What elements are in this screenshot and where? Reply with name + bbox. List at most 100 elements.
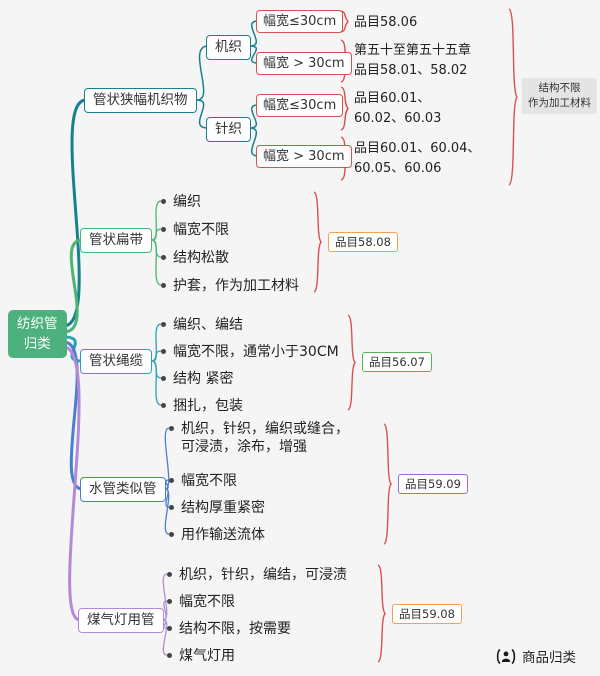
branch4-node: 水管类似管 (80, 477, 166, 502)
edge-branch3-item1 (151, 323, 162, 362)
edge-branch1-woven (196, 45, 209, 101)
branch5-result-box: 品目59.08 (392, 604, 462, 624)
branch3-node: 管状绳缆 (80, 349, 152, 374)
branch3-item-label: 结构 紧密 (173, 371, 234, 387)
branch5-item-label: 幅宽不限 (179, 594, 235, 610)
branch1-result-2: 第五十至第五十五章 品目58.01、58.02 (354, 41, 471, 81)
edge-branch2-item1 (151, 200, 162, 241)
branch1-leaf-width-gt-30cm-woven: 幅宽 > 30cm (256, 52, 352, 75)
branch3-result-box: 品目56.07 (362, 352, 432, 372)
watermark-text: 商品归类 (522, 650, 576, 666)
branch5-item-label: 机织，针织，编结，可浸渍 (179, 567, 347, 583)
branch2-node: 管状扁带 (80, 228, 152, 253)
branch3-item-label: 捆扎，包装 (173, 398, 243, 414)
branch4-item-label: 幅宽不限 (181, 473, 237, 489)
branch4-item: 结构厚重紧密 (169, 499, 265, 517)
edge-knit-leaf4 (249, 127, 259, 157)
edge-woven-leaf1 (249, 20, 259, 47)
root-label-line1: 纺织管 (17, 316, 58, 332)
icon-right-bracket (511, 648, 516, 664)
branch1-result-2-line1: 第五十至第五十五章 (354, 43, 472, 58)
branch1-leaf-width-le-30cm-knit: 幅宽≤30cm (256, 94, 344, 117)
edge-branch3-item2 (151, 350, 162, 362)
branch2-item: 编织 (161, 193, 201, 211)
branch3-item: 编织、编结 (161, 316, 243, 334)
branch4-item: 机织，针织，编织或缝合，可浸渍，涂布，增强 (169, 420, 361, 456)
edge-root-branch1 (62, 98, 88, 328)
edge-branch5-item4 (162, 619, 168, 656)
brace-branch1-note (508, 8, 518, 186)
bullet-dot (161, 322, 166, 327)
branch4-item-label: 机织，针织，编织或缝合，可浸渍，涂布，增强 (181, 421, 349, 455)
edge-branch2-item2 (151, 228, 162, 241)
branch1-node: 管状狭幅机织物 (84, 88, 197, 113)
brace-branch3 (347, 314, 356, 411)
brace-branch5 (377, 564, 386, 663)
edge-root-branch2 (62, 238, 84, 334)
icon-left-bracket (496, 648, 501, 664)
branch5-item: 幅宽不限 (167, 593, 235, 611)
wechat-official-account-icon (496, 648, 516, 664)
bullet-dot (161, 403, 166, 408)
branch5-item-label: 结构不限，按需要 (179, 621, 291, 637)
branch2-item-label: 护套，作为加工材料 (173, 278, 299, 294)
edge-knit-leaf3 (249, 104, 259, 129)
bullet-dot (167, 599, 172, 604)
branch1-leaf-width-le-30cm-woven: 幅宽≤30cm (256, 10, 344, 33)
branch1-sub-woven: 机织 (206, 35, 251, 60)
branch1-note: 结构不限 作为加工材料 (522, 78, 597, 114)
root-node: 纺织管 归类 (8, 310, 67, 358)
branch2-result-box: 品目58.08 (328, 232, 398, 252)
edge-woven-leaf2 (249, 45, 259, 64)
bullet-dot (161, 199, 166, 204)
branch1-result-4-line1: 品目60.01、60.04、 (354, 141, 481, 156)
edge-branch4-item4 (164, 488, 170, 535)
branch5-item-label: 煤气灯用 (179, 648, 235, 664)
edge-branch2-item4 (151, 239, 162, 286)
bullet-dot (167, 626, 172, 631)
branch1-note-line1: 结构不限 (538, 82, 581, 94)
branch2-item: 幅宽不限 (161, 221, 229, 239)
bullet-dot (161, 255, 166, 260)
branch1-result-1: 品目58.06 (354, 15, 418, 30)
branch1-note-line2: 作为加工材料 (528, 97, 591, 109)
branch5-node: 煤气灯用管 (78, 608, 164, 633)
brace-branch1-result3 (340, 86, 349, 131)
branch5-item: 煤气灯用 (167, 647, 235, 665)
branch4-item-label: 用作输送流体 (181, 527, 265, 543)
branch2-item-label: 编织 (173, 194, 201, 210)
bullet-dot (169, 426, 174, 431)
branch1-result-3-line2: 60.02、60.03 (354, 111, 442, 126)
branch4-item: 幅宽不限 (169, 472, 237, 490)
branch2-item: 结构松散 (161, 249, 229, 267)
bullet-dot (169, 478, 174, 483)
branch3-item-label: 编织、编结 (173, 317, 243, 333)
branch2-item-label: 结构松散 (173, 250, 229, 266)
branch3-item-label: 幅宽不限，通常小于30CM (173, 344, 339, 360)
branch1-leaf-width-gt-30cm-knit: 幅宽 > 30cm (256, 145, 352, 168)
branch4-item: 用作输送流体 (169, 526, 265, 544)
branch1-result-2-line2: 品目58.01、58.02 (354, 63, 468, 78)
brace-branch4 (383, 423, 392, 545)
branch2-item: 护套，作为加工材料 (161, 277, 299, 295)
bullet-dot (161, 227, 166, 232)
edge-root-branch5 (62, 345, 82, 622)
branch5-item: 结构不限，按需要 (167, 620, 291, 638)
brace-branch2 (313, 191, 322, 293)
root-label-line2: 归类 (23, 336, 51, 352)
branch4-item-label: 结构厚重紧密 (181, 500, 265, 516)
icon-person-body (501, 658, 511, 662)
branch1-result-3: 品目60.01、 60.02、60.03 (354, 89, 441, 129)
branch3-item: 捆扎，包装 (161, 397, 243, 415)
edge-branch5-item2 (162, 600, 168, 621)
bullet-dot (167, 572, 172, 577)
bullet-dot (167, 653, 172, 658)
edge-branch1-knit (196, 99, 209, 129)
branch3-item: 幅宽不限，通常小于30CM (161, 343, 339, 361)
icon-person-head (503, 651, 509, 656)
watermark: 商品归类 (496, 646, 576, 666)
edge-branch4-item1 (164, 427, 170, 490)
branch1-result-4-line2: 60.05、60.06 (354, 161, 442, 176)
branch1-result-4: 品目60.01、60.04、 60.05、60.06 (354, 139, 480, 179)
